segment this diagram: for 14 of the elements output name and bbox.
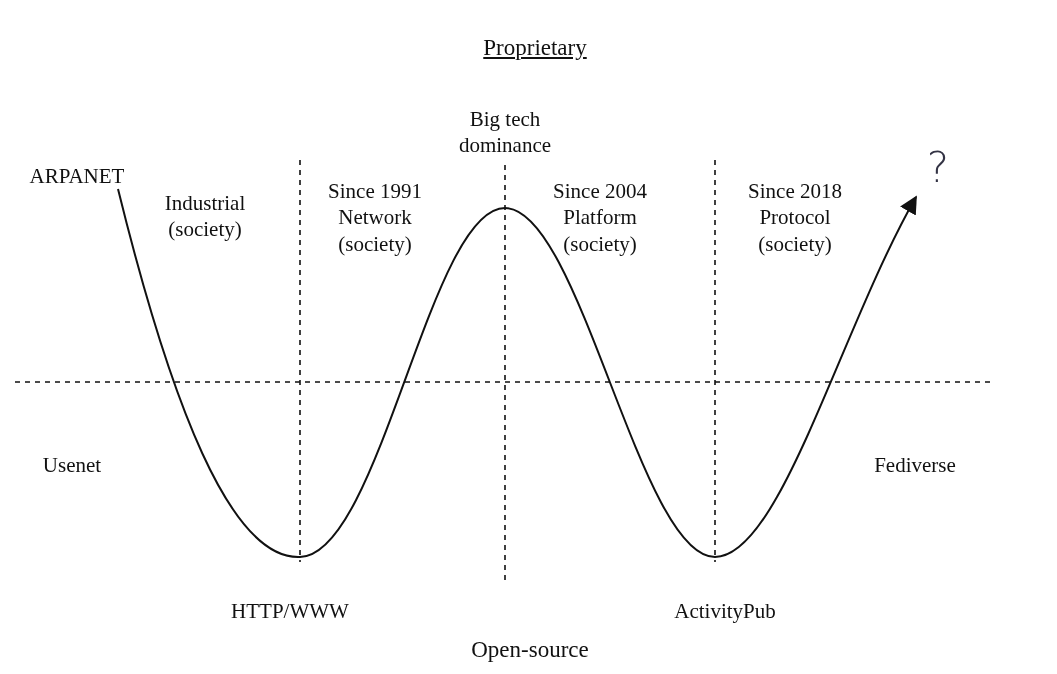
peak-label: Big tech dominance (458, 107, 552, 158)
era-label: Fediverse (874, 453, 956, 477)
phase-label: Since 2018 Protocol (society) (748, 179, 842, 256)
era-label: HTTP/WWW (231, 599, 349, 623)
question-mark: ? (922, 145, 954, 191)
wave-curve-arrow (117, 188, 917, 558)
axis-label: Open-source (471, 637, 589, 662)
era-label: ActivityPub (674, 599, 776, 623)
axis-label: Proprietary (483, 35, 587, 60)
phase-label: Industrial (society) (164, 191, 246, 242)
phase-label: Since 2004 Platform (society) (553, 179, 647, 256)
era-label: Usenet (42, 453, 102, 477)
era-label: ARPANET (22, 163, 132, 191)
phase-label: Since 1991 Network (society) (328, 179, 422, 256)
